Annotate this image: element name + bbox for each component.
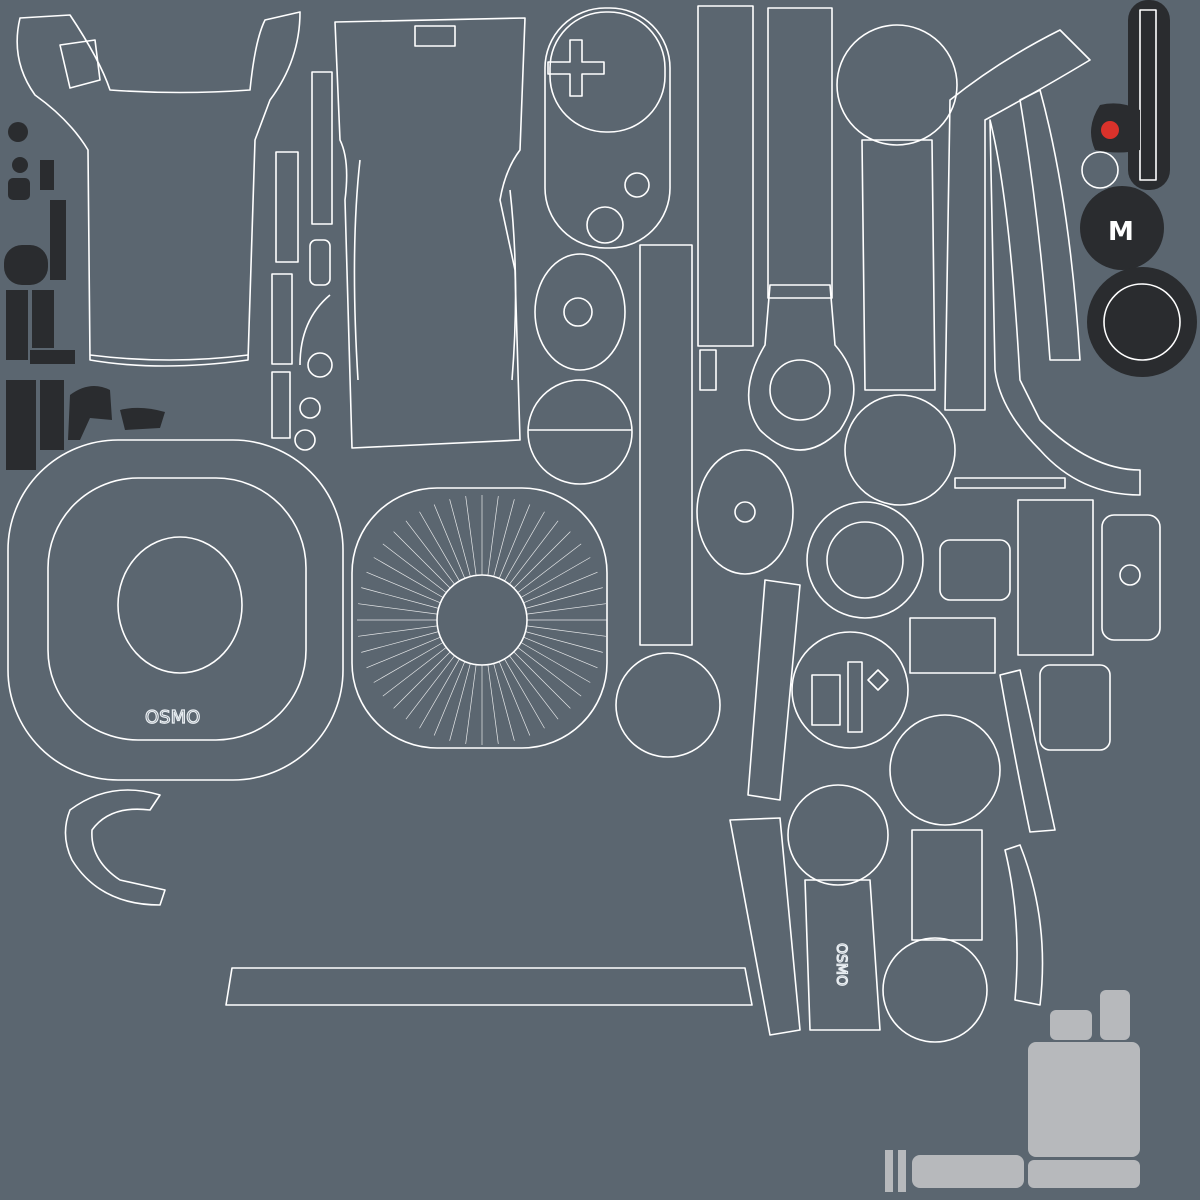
base-cap-uv [351, 487, 608, 749]
radial-wire-line [433, 504, 466, 579]
radial-wire-line [513, 651, 571, 709]
radial-wire-line [504, 511, 545, 582]
radial-wire-line [525, 631, 603, 653]
radial-wire-line [520, 557, 591, 598]
radial-wire-line [358, 625, 438, 637]
radial-wire-line [517, 543, 582, 593]
radial-wire-line [487, 664, 499, 744]
oval-cap-uv [544, 7, 671, 249]
radial-wire-line [361, 587, 439, 609]
radial-wire-line [520, 642, 591, 683]
dark-controls-right: M [1080, 0, 1197, 377]
radial-wire-line [433, 661, 466, 736]
round-discs-uv [527, 253, 794, 758]
radial-wire-line [449, 499, 471, 577]
radial-wire-line [509, 520, 559, 585]
bracket-parts-uv [806, 499, 1161, 751]
handle-arm-upper-uv [836, 24, 958, 506]
radial-wire-line [382, 647, 447, 697]
radial-wire-line [523, 636, 598, 669]
radial-wire-line [419, 658, 460, 729]
rail-strip-uv [225, 967, 753, 1006]
dark-parts-left [4, 122, 165, 470]
tall-strips-uv [639, 5, 833, 646]
radial-wire-line [366, 571, 441, 604]
radial-wire-line [487, 496, 499, 576]
badge-letter-text: M [1108, 217, 1134, 247]
curved-strips-lower-uv [729, 579, 1056, 1036]
solid-blocks-bottom-right [885, 990, 1140, 1192]
radial-wire-line [465, 664, 477, 744]
radial-wire-line [449, 663, 471, 741]
radial-wire-line [517, 647, 582, 697]
shell-back-uv [334, 17, 526, 449]
shell-front-uv [16, 11, 301, 367]
radial-wire-line [373, 642, 444, 683]
radial-wire-line [525, 587, 603, 609]
curved-bars-uv [944, 29, 1141, 496]
curved-clip-uv [64, 789, 166, 906]
base-ring-uv: OSMO [7, 439, 344, 781]
radial-wire-line [419, 511, 460, 582]
handle-arm-lower-uv [747, 284, 855, 451]
radial-wire-line [393, 651, 451, 709]
handle-logo-text: OSMO [833, 943, 849, 986]
radial-wire-line [526, 603, 606, 615]
radial-wire-line [358, 603, 438, 615]
radial-wire-line [523, 571, 598, 604]
radial-wire-line [493, 499, 515, 577]
radial-wire-line [526, 625, 606, 637]
radial-wire-line [509, 655, 559, 720]
radial-wire-line [405, 520, 455, 585]
handle-lower-uv: OSMO [787, 714, 1001, 1043]
radial-wire-line [498, 504, 531, 579]
narrow-strips-uv [271, 71, 333, 451]
radial-wire-line [498, 661, 531, 736]
radial-wire-line [504, 658, 545, 729]
socket-piece-uv [791, 631, 909, 749]
radial-wire-line [393, 531, 451, 589]
radial-wire-line [366, 636, 441, 669]
radial-wire-line [513, 531, 571, 589]
base-logo-text: OSMO [145, 707, 200, 728]
radial-wire-line [361, 631, 439, 653]
radial-wire-line [373, 557, 444, 598]
radial-wire-line [382, 543, 447, 593]
radial-wire-line [465, 496, 477, 576]
radial-wire-line [493, 663, 515, 741]
radial-wire-line [405, 655, 455, 720]
